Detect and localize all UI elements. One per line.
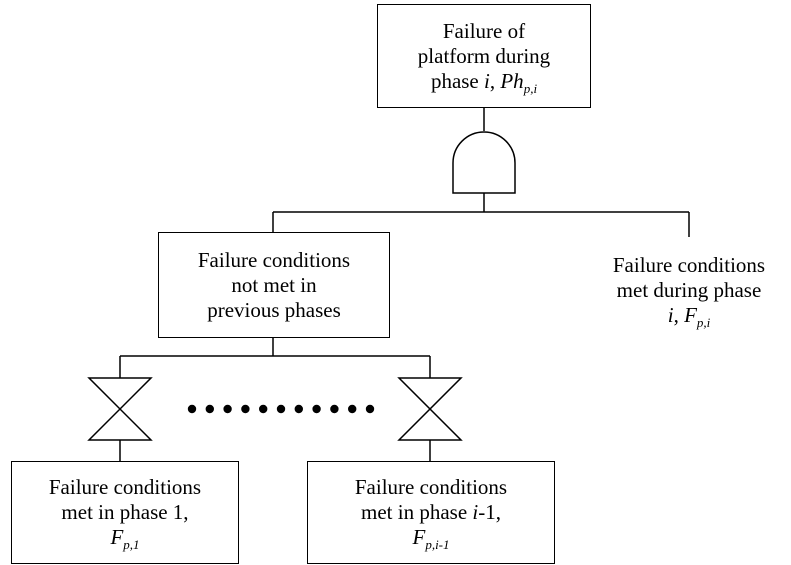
top-event-line-1: Failure of [442, 18, 526, 43]
phase-1-box: Failure conditions met in phase 1, Fp,1 [11, 461, 239, 564]
ellipsis-dot [241, 404, 250, 414]
top-event-line-3: phase i, Php,i [430, 68, 538, 96]
top-event-line-2: platform during [417, 43, 551, 68]
ellipsis-dot [365, 404, 375, 414]
current-phase-line-2: met during phase [616, 277, 762, 302]
ellipsis-dot [330, 404, 339, 414]
ellipsis-dot [205, 404, 214, 414]
current-phase-line-1: Failure conditions [612, 252, 766, 277]
ellipsis-dot [259, 404, 268, 414]
transfer-gate-2 [397, 377, 463, 441]
phase-i-minus-1-line-3: Fp,i-1 [412, 525, 450, 552]
phase-i-minus-1-line-2: met in phase i-1, [361, 500, 501, 524]
prev-phases-line-3: previous phases [207, 297, 341, 322]
current-phase-event: Failure conditions met during phase i, F… [587, 237, 791, 343]
prev-phases-line-2: not met in [231, 272, 317, 297]
and-gate [452, 131, 516, 194]
phase-1-line-3: Fp,1 [110, 525, 140, 552]
top-event-box: Failure of platform during phase i, Php,… [377, 4, 591, 108]
ellipsis-dots [187, 404, 375, 414]
phase-1-line-2: met in phase 1, [61, 500, 189, 524]
ellipsis-dot [312, 404, 321, 414]
current-phase-line-3: i, Fp,i [667, 302, 711, 330]
prev-phases-box: Failure conditions not met in previous p… [158, 232, 390, 338]
ellipsis-dot [348, 404, 357, 414]
prev-phases-line-1: Failure conditions [197, 247, 351, 272]
ellipsis-dot [223, 404, 232, 414]
transfer-gate-1 [87, 377, 153, 441]
ellipsis-dot [187, 404, 197, 414]
phase-i-minus-1-line-1: Failure conditions [354, 475, 508, 499]
phase-i-minus-1-box: Failure conditions met in phase i-1, Fp,… [307, 461, 555, 564]
ellipsis-dot [276, 404, 286, 414]
ellipsis-dot [294, 404, 303, 414]
phase-1-line-1: Failure conditions [48, 475, 202, 499]
